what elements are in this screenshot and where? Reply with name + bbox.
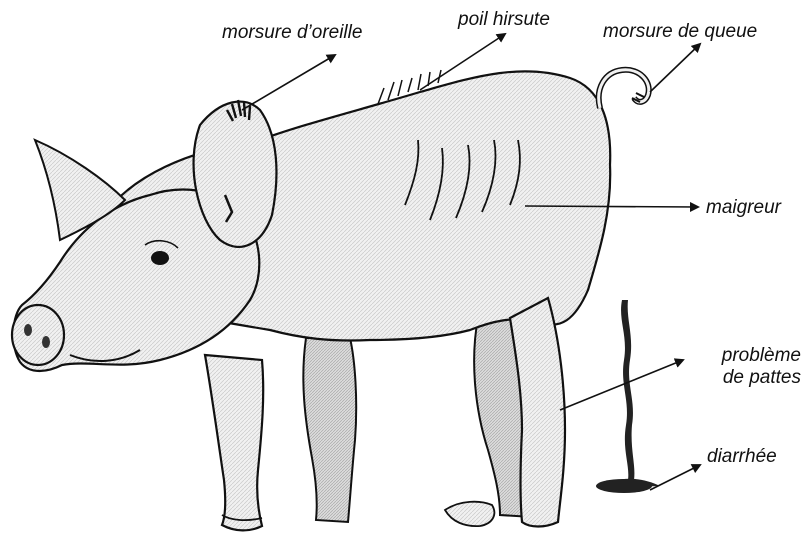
label-leg-problem-line1: problème (680, 345, 801, 367)
label-diarrhea: diarrhée (707, 446, 777, 468)
arrow-thinness (525, 206, 698, 207)
pig-eye (151, 251, 169, 265)
arrow-leg-problem (560, 360, 683, 410)
arrow-diarrhea (650, 465, 700, 490)
label-leg-problem-line2: de pattes (680, 367, 801, 389)
nostril-right (42, 336, 50, 348)
arrow-ear-bite (242, 55, 335, 110)
far-legs (303, 315, 549, 522)
label-leg-problem: problème de pattes (680, 345, 801, 389)
label-ear-bite: morsure d’oreille (222, 22, 362, 44)
arrow-tail-bite (650, 44, 700, 92)
diarrhea-drip (596, 300, 660, 493)
front-leg (205, 355, 263, 530)
label-tail-bite: morsure de queue (603, 21, 757, 43)
pig-snout (12, 305, 64, 365)
label-thinness: maigreur (706, 197, 781, 219)
nostril-left (24, 324, 32, 336)
label-rough-hair: poil hirsute (458, 9, 550, 31)
